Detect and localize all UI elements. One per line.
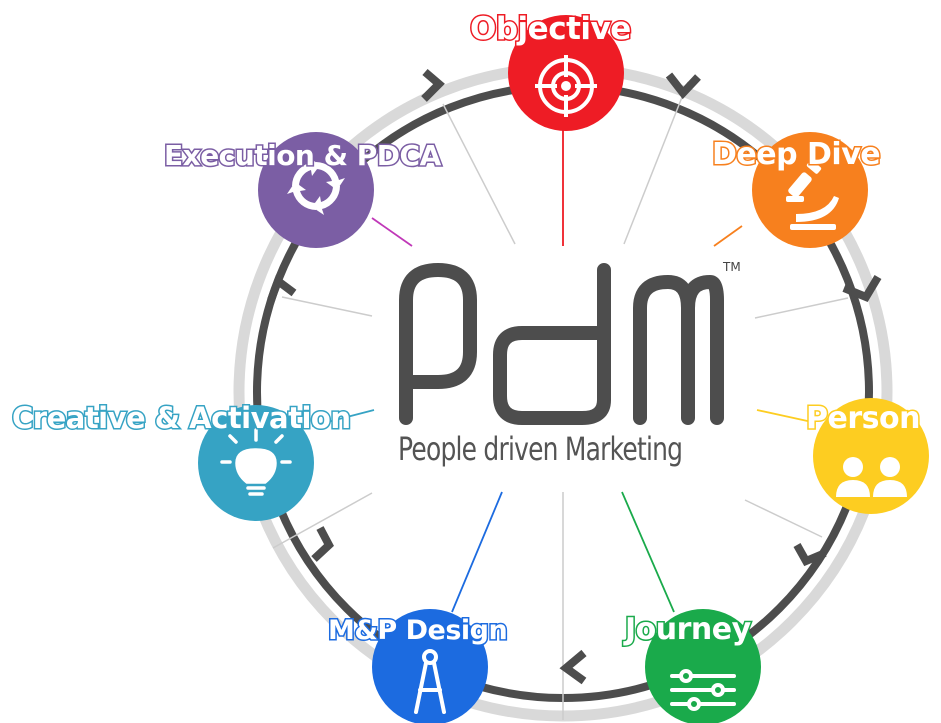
cycle-arrows-icon [287,157,345,215]
sliders-icon [670,669,736,711]
people-icon [836,457,907,497]
stage-journey-circle [645,609,761,723]
stage-label-deep-dive: Deep Dive [710,137,882,172]
spokes [272,81,849,720]
microscope-icon [786,160,839,230]
stage-label-execution-pdca: Execution & PDCA [163,139,443,172]
target-icon [535,55,597,117]
trademark-symbol: TM [723,260,741,274]
stage-label-person: Person [805,401,922,436]
connector-deep-dive [713,225,743,247]
stage-label-creative-activation: Creative & Activation [10,401,352,435]
stage-deep-dive-circle [752,132,868,248]
stage-mp-design-circle [372,609,488,723]
logo-tagline: People driven Marketing [398,430,683,468]
connector-mp-design [451,491,503,613]
stage-label-objective: Objective [469,11,633,47]
connector-execution [371,217,413,247]
connector-person [756,409,813,423]
stage-label-journey: Journey [624,612,753,647]
stage-execution-circle [258,132,374,248]
connector-creative [311,409,375,427]
lightbulb-icon [220,428,292,496]
direction-arrows [267,68,882,685]
stage-label-mp-design: M&P Design [326,615,509,646]
compass-icon [414,649,446,714]
pdm-wordmark [399,263,724,425]
connector-journey [621,491,675,613]
